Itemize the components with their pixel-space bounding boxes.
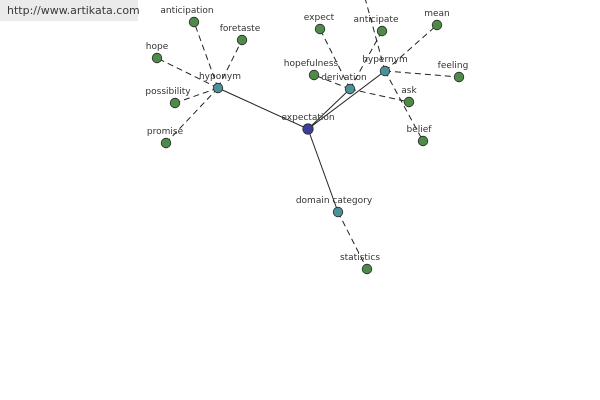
word-node-circle[interactable]	[314, 23, 326, 35]
relation-node-label[interactable]: hyponym	[199, 72, 241, 82]
word-node-anticipation[interactable]: anticipation	[160, 6, 214, 28]
graph-nodes: anticipation foretaste hope possibility prom…	[145, 6, 469, 275]
edge-hypernym-offscreen	[365, 0, 386, 72]
word-node-label[interactable]: mean	[424, 9, 450, 19]
word-node-label[interactable]: anticipation	[160, 6, 213, 16]
word-node-circle[interactable]	[376, 25, 388, 37]
word-node-promise[interactable]: promise	[147, 127, 184, 149]
edge-hyponym-possibility	[174, 87, 219, 104]
graph-edges	[156, 0, 460, 270]
relation-node-label[interactable]: domain category	[296, 196, 373, 206]
word-node-circle[interactable]	[160, 137, 172, 149]
relation-node-domain-category[interactable]: domain category	[296, 196, 373, 218]
relation-node-hypernym[interactable]: hypernym	[362, 55, 408, 77]
word-node-circle[interactable]	[169, 97, 181, 109]
relation-node-label[interactable]: derivation	[321, 73, 367, 83]
edge-hyponym-promise	[165, 87, 219, 144]
word-node-label[interactable]: hopefulness	[284, 59, 339, 69]
word-node-label[interactable]: possibility	[145, 87, 191, 97]
word-node-label[interactable]: anticipate	[354, 15, 399, 25]
relation-node-circle[interactable]	[332, 206, 344, 218]
word-node-mean[interactable]: mean	[424, 9, 450, 31]
word-node-possibility[interactable]: possibility	[145, 87, 191, 109]
word-node-statistics[interactable]: statistics	[340, 253, 380, 275]
relation-node-hyponym[interactable]: hyponym	[199, 72, 241, 94]
word-node-label[interactable]: feeling	[438, 61, 469, 71]
word-node-circle[interactable]	[417, 135, 429, 147]
edge-domain-category-statistics	[337, 211, 368, 270]
relation-node-derivation[interactable]: derivation	[321, 73, 367, 95]
root-node-expectation[interactable]: expectation	[281, 113, 335, 135]
edge-root-derivation	[307, 88, 351, 130]
relation-node-label[interactable]: hypernym	[362, 55, 408, 65]
edge-root-hypernym	[307, 70, 386, 130]
word-node-belief[interactable]: belief	[407, 125, 433, 147]
edge-root-hyponym	[217, 87, 309, 130]
word-node-circle[interactable]	[308, 69, 320, 81]
root-node-label[interactable]: expectation	[281, 113, 334, 123]
edge-hyponym-anticipation	[193, 21, 219, 89]
edge-hypernym-feeling	[384, 70, 460, 78]
word-node-ask[interactable]: ask	[401, 86, 417, 108]
edge-hyponym-foretaste	[217, 39, 243, 89]
edge-derivation-hopefulness	[313, 74, 351, 90]
word-node-foretaste[interactable]: foretaste	[220, 24, 261, 46]
edge-hypernym-belief	[384, 70, 424, 142]
source-url[interactable]: http://www.artikata.com	[0, 0, 140, 21]
word-node-hope[interactable]: hope	[146, 42, 169, 64]
edge-derivation-ask	[349, 88, 410, 103]
word-node-circle[interactable]	[236, 34, 248, 46]
word-node-circle[interactable]	[188, 16, 200, 28]
relation-node-circle[interactable]	[212, 82, 224, 94]
word-node-label[interactable]: promise	[147, 127, 184, 137]
word-node-circle[interactable]	[151, 52, 163, 64]
word-node-circle[interactable]	[431, 19, 443, 31]
relation-node-circle[interactable]	[344, 83, 356, 95]
root-node-circle[interactable]	[302, 123, 314, 135]
word-node-label[interactable]: belief	[407, 125, 433, 135]
word-node-label[interactable]: ask	[401, 86, 417, 96]
word-node-circle[interactable]	[361, 263, 373, 275]
word-node-feeling[interactable]: feeling	[438, 61, 469, 83]
word-node-label[interactable]: expect	[304, 13, 335, 23]
word-node-label[interactable]: foretaste	[220, 24, 261, 34]
edge-hyponym-hope	[156, 57, 219, 89]
word-node-circle[interactable]	[453, 71, 465, 83]
edge-hypernym-mean	[384, 24, 438, 72]
edge-root-domain-category	[307, 128, 339, 213]
word-node-circle[interactable]	[403, 96, 415, 108]
edge-derivation-expect	[319, 28, 351, 90]
word-node-anticipate[interactable]: anticipate	[354, 15, 399, 37]
word-node-expect[interactable]: expect	[304, 13, 335, 35]
word-node-label[interactable]: statistics	[340, 253, 380, 263]
word-node-hopefulness[interactable]: hopefulness	[284, 59, 339, 81]
word-node-label[interactable]: hope	[146, 42, 169, 52]
relation-node-circle[interactable]	[379, 65, 391, 77]
